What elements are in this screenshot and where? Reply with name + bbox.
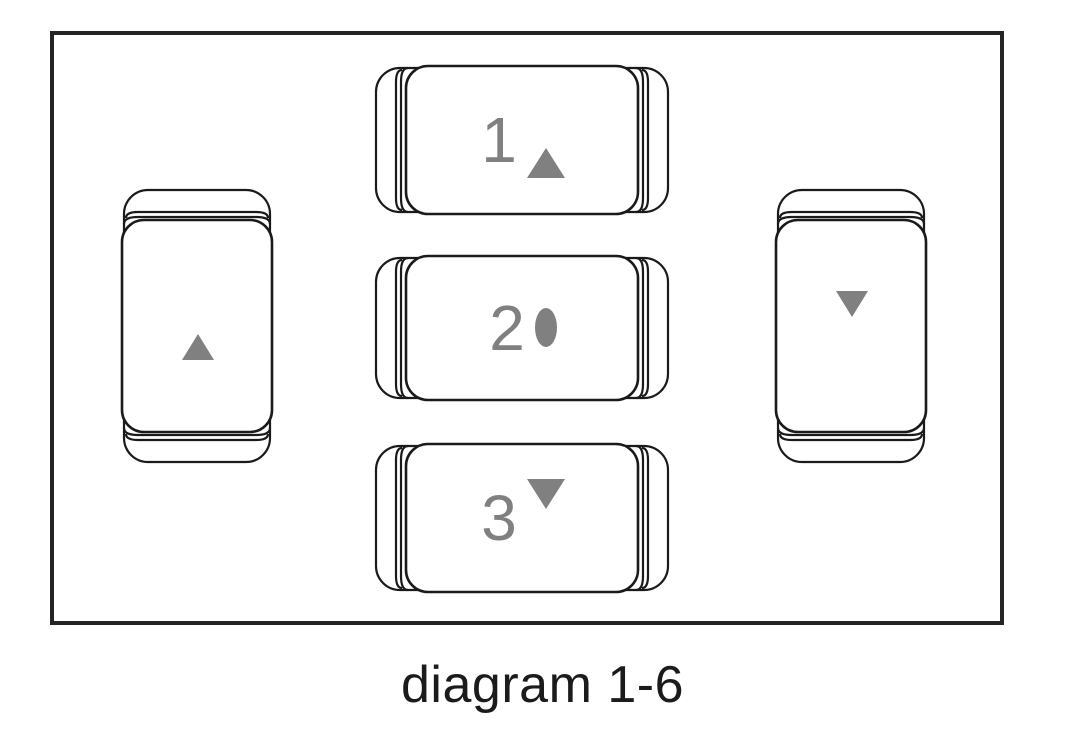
rocker-switch-3-body bbox=[374, 442, 670, 594]
rocker-switch-right[interactable] bbox=[772, 188, 930, 464]
rocker-switch-2[interactable] bbox=[374, 252, 670, 404]
rocker-switch-1-body bbox=[374, 64, 670, 216]
rocker-switch-right-body bbox=[774, 188, 928, 464]
rocker-switch-left-body bbox=[120, 188, 274, 464]
diagram-caption: diagram 1-6 bbox=[401, 656, 684, 714]
rocker-switch-left[interactable] bbox=[118, 188, 276, 464]
rocker-switch-2-body bbox=[374, 254, 670, 402]
rocker-switch-3[interactable] bbox=[374, 440, 670, 596]
rocker-switch-1[interactable] bbox=[374, 62, 670, 218]
